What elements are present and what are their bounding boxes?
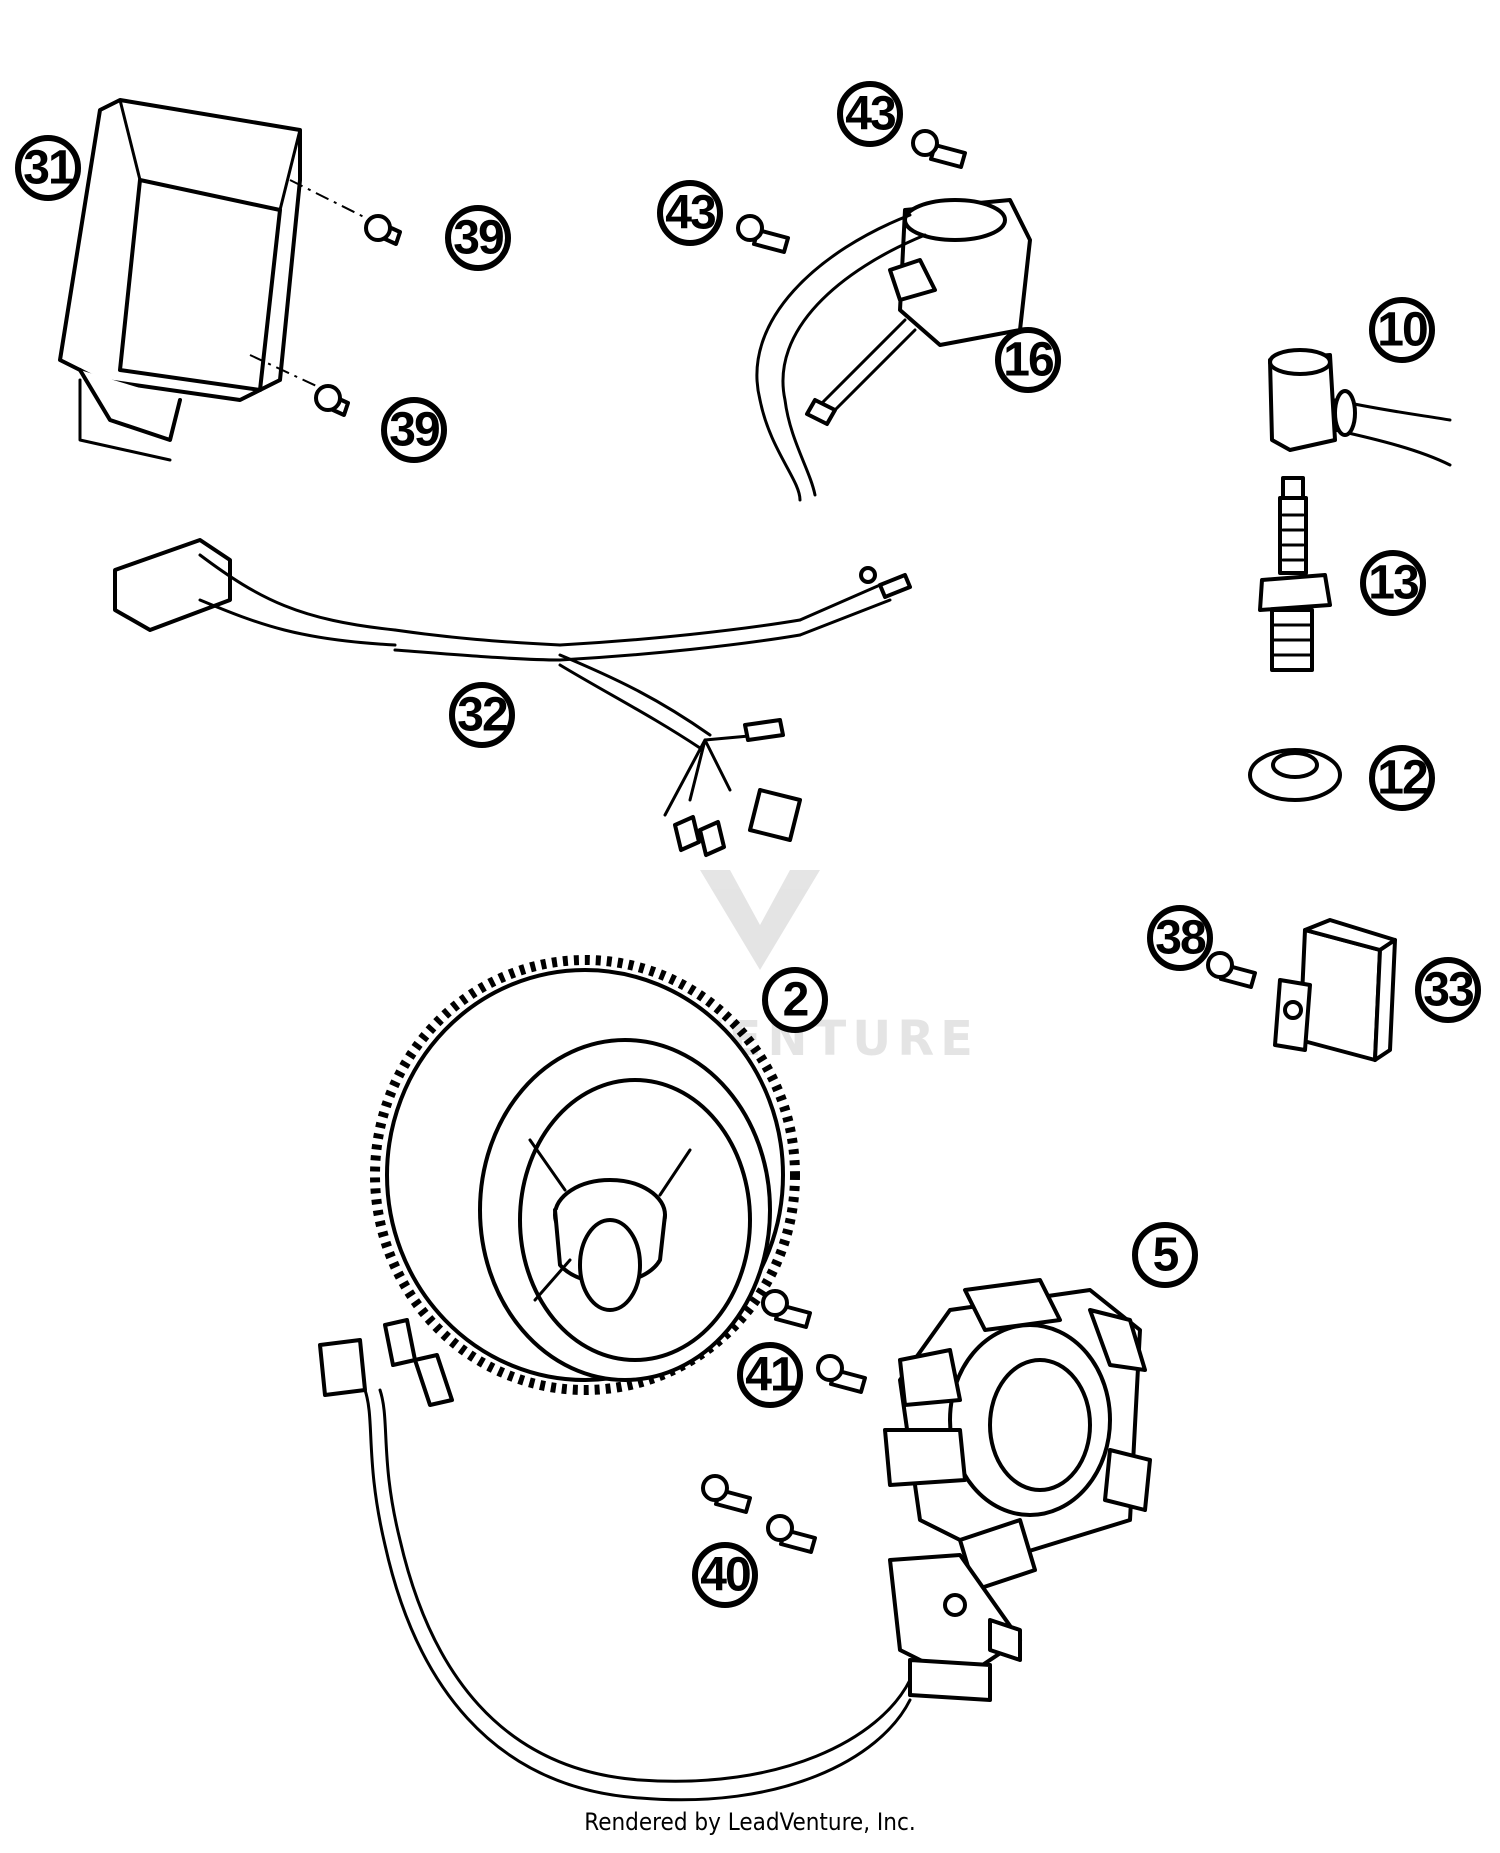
bolt-41-lower: [816, 1354, 867, 1394]
callout-13: 13: [1360, 550, 1426, 616]
bolt-41-upper: [761, 1289, 812, 1329]
svg-text:2: 2: [783, 974, 808, 1027]
grommet: [1248, 748, 1342, 802]
svg-text:39: 39: [453, 212, 503, 265]
callout-39-lower: 39: [381, 397, 447, 463]
ignition-coil: [755, 198, 1032, 502]
footer-credit: Rendered by LeadVenture, Inc.: [584, 1808, 916, 1836]
wiring-harness: [113, 538, 912, 857]
svg-text:41: 41: [745, 1349, 796, 1402]
svg-text:40: 40: [700, 1549, 750, 1602]
spark-plug-cap: [1268, 348, 1452, 467]
callout-43-lower: 43: [657, 180, 723, 246]
bolt-43-upper: [911, 129, 967, 169]
svg-text:43: 43: [845, 88, 895, 141]
bolt-40-upper: [701, 1474, 752, 1514]
svg-text:32: 32: [457, 689, 507, 742]
svg-text:43: 43: [665, 187, 715, 240]
callout-12: 12: [1369, 745, 1435, 811]
bolt-39-lower: [314, 384, 350, 417]
regulator: [1273, 918, 1397, 1062]
flywheel: [370, 955, 800, 1395]
svg-text:38: 38: [1155, 912, 1206, 965]
callout-33: 33: [1415, 957, 1481, 1023]
callout-31: 31: [15, 135, 81, 201]
callout-16: 16: [995, 327, 1061, 393]
spark-plug: [1258, 476, 1332, 672]
svg-text:33: 33: [1423, 964, 1473, 1017]
svg-text:16: 16: [1003, 334, 1053, 387]
svg-text:31: 31: [23, 142, 74, 195]
callout-39-upper: 39: [445, 205, 511, 271]
svg-text:5: 5: [1153, 1229, 1179, 1282]
svg-text:10: 10: [1377, 304, 1427, 357]
bolt-39-upper: [364, 214, 402, 246]
stator: [318, 1278, 1152, 1802]
callout-38: 38: [1147, 905, 1213, 971]
callout-43-upper: 43: [837, 81, 903, 147]
cdi-unit: [58, 98, 302, 462]
bolt-40-lower: [766, 1514, 817, 1554]
bolt-38: [1206, 951, 1257, 989]
callout-32: 32: [449, 682, 515, 748]
bolt-43-lower: [736, 214, 790, 254]
callout-41: 41: [737, 1342, 803, 1408]
callout-5: 5: [1132, 1222, 1198, 1288]
svg-text:39: 39: [389, 404, 439, 457]
callout-40: 40: [692, 1542, 758, 1608]
svg-text:13: 13: [1368, 557, 1418, 610]
svg-text:12: 12: [1377, 752, 1427, 805]
callout-10: 10: [1369, 297, 1435, 363]
callout-2: 2: [762, 967, 828, 1033]
